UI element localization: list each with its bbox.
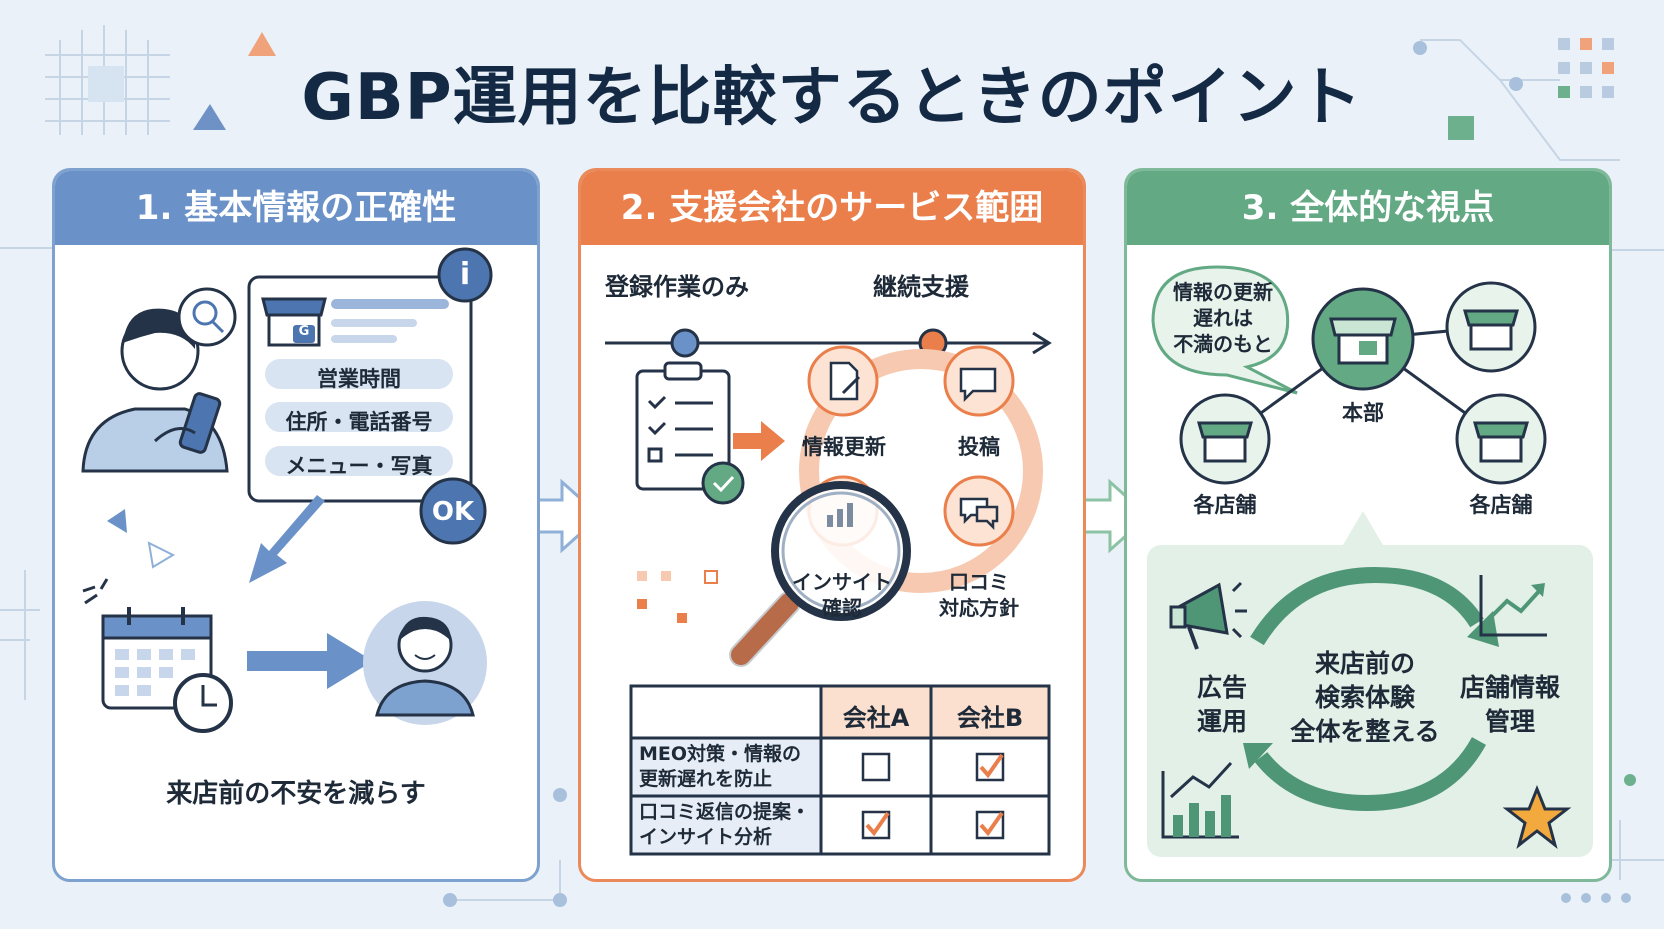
store-info-line1: 店舗情報 [1459, 673, 1560, 702]
trend-chart-icon [1479, 575, 1547, 637]
store-info-label: 店舗情報 管理 [1451, 671, 1569, 739]
bubble-line2: 遅れは [1193, 306, 1253, 330]
panel-header-service-scope: 2. 支援会社のサービス範囲 [581, 171, 1083, 245]
info-badge-icon [437, 247, 493, 303]
table-row-label-2: 口コミ返信の提案・ インサイト分析 [639, 800, 810, 850]
megaphone-icon [1169, 581, 1247, 650]
headquarters-store-icon [1311, 287, 1415, 391]
person-phone-icon [81, 308, 229, 473]
cycle-label-update: 情報更新 [802, 435, 886, 459]
panel-service-scope: 2. 支援会社のサービス範囲 [578, 168, 1086, 882]
comparison-table-frame [629, 684, 1051, 856]
cycle-label-post: 投稿 [958, 435, 1000, 459]
branch-store-icon-right [1455, 393, 1547, 485]
info-badge-label: i [459, 257, 471, 292]
info-item-address: 住所・電話番号 [285, 410, 433, 434]
store-letter: G [298, 324, 310, 339]
cycle-label-insight-line2: 確認 [822, 596, 862, 620]
panel2-illustration [605, 328, 1052, 856]
cycle-label-review-line2: 対応方針 [939, 596, 1019, 620]
table-row-2-line1: 口コミ返信の提案・ [639, 801, 811, 823]
bubble-line3: 不満のもと [1173, 332, 1273, 356]
right-arrow-icon [247, 633, 373, 689]
ad-operation-label: 広告 運用 [1187, 671, 1257, 739]
page-title: GBP運用を比較するときのポイント [301, 61, 1363, 135]
table-row-1-line2: 更新遅れを防止 [639, 768, 773, 790]
panel-header-overall-view: 3. 全体的な視点 [1127, 171, 1609, 245]
branch-store-icon-left [1179, 393, 1271, 485]
small-arrow-icon [733, 421, 785, 461]
cycle-label-review-line1: 口コミ [949, 570, 1009, 594]
bar-chart-icon [1161, 761, 1239, 839]
panel-header-basic-info: 1. 基本情報の正確性 [55, 171, 537, 245]
timeline-start-dot [670, 328, 700, 358]
table-checkboxes [861, 752, 1005, 840]
info-item-hours: 営業時間 [317, 367, 401, 391]
panel3-illustration [1147, 265, 1593, 857]
info-item-menu: メニュー・写真 [285, 454, 433, 478]
ok-badge-label: OK [431, 497, 475, 527]
panel1-illustration [81, 247, 493, 733]
ok-badge-icon [419, 477, 487, 545]
ad-line2: 運用 [1196, 707, 1247, 736]
store-icon [261, 297, 327, 347]
cycle-label-review: 口コミ 対応方針 [923, 569, 1035, 621]
cycle-label-insight-line1: インサイト [792, 570, 892, 594]
checkbox-row1-a [861, 752, 891, 782]
table-row-2-line2: インサイト分析 [639, 826, 773, 848]
star-icon [1502, 784, 1572, 849]
center-line2: 検索体験 [1314, 683, 1415, 712]
bubble-line1: 情報の更新 [1173, 280, 1273, 304]
cycle-label-insight: インサイト 確認 [787, 569, 897, 621]
cycle-ring [799, 349, 1043, 593]
table-header-company-a: 会社A [842, 704, 910, 732]
center-line3: 全体を整える [1290, 717, 1440, 746]
table-row-1-line1: MEO対策・情報の [639, 743, 802, 765]
ad-line1: 広告 [1196, 673, 1247, 702]
panel1-caption: 来店前の不安を減らす [166, 779, 426, 809]
store-label-left: 各店舗 [1193, 493, 1257, 517]
speech-bubble [1151, 265, 1298, 395]
hq-label: 本部 [1342, 401, 1384, 425]
timeline-end-label: 継続支援 [873, 273, 969, 301]
center-message: 来店前の 検索体験 全体を整える [1277, 647, 1453, 749]
panel-basic-info: 1. 基本情報の正確性 [52, 168, 540, 882]
happy-person-icon [363, 601, 487, 725]
checklist-icon [635, 361, 745, 505]
center-line1: 来店前の [1314, 649, 1415, 678]
magnifier-icon [729, 481, 911, 667]
store-info-line2: 管理 [1484, 707, 1535, 736]
bubble-text: 情報の更新 遅れは 不満のもと [1149, 279, 1297, 357]
checkmark-icon [979, 753, 1004, 779]
clock-icon [173, 673, 233, 733]
table-row-label-1: MEO対策・情報の 更新遅れを防止 [639, 742, 801, 792]
checkbox-row1-b [975, 752, 1005, 782]
checkbox-row2-b [975, 810, 1005, 840]
table-header-company-b: 会社B [956, 704, 1024, 732]
store-label-right: 各店舗 [1469, 493, 1533, 517]
timeline-start-label: 登録作業のみ [605, 273, 749, 301]
checkmark-icon [865, 811, 890, 837]
checkbox-row2-a [861, 810, 891, 840]
checkmark-icon [979, 811, 1004, 837]
branch-store-icon-top-right [1445, 281, 1537, 373]
down-arrow-icon [249, 495, 325, 583]
search-icon [177, 287, 237, 347]
panel-overall-view: 3. 全体的な視点 [1124, 168, 1612, 882]
